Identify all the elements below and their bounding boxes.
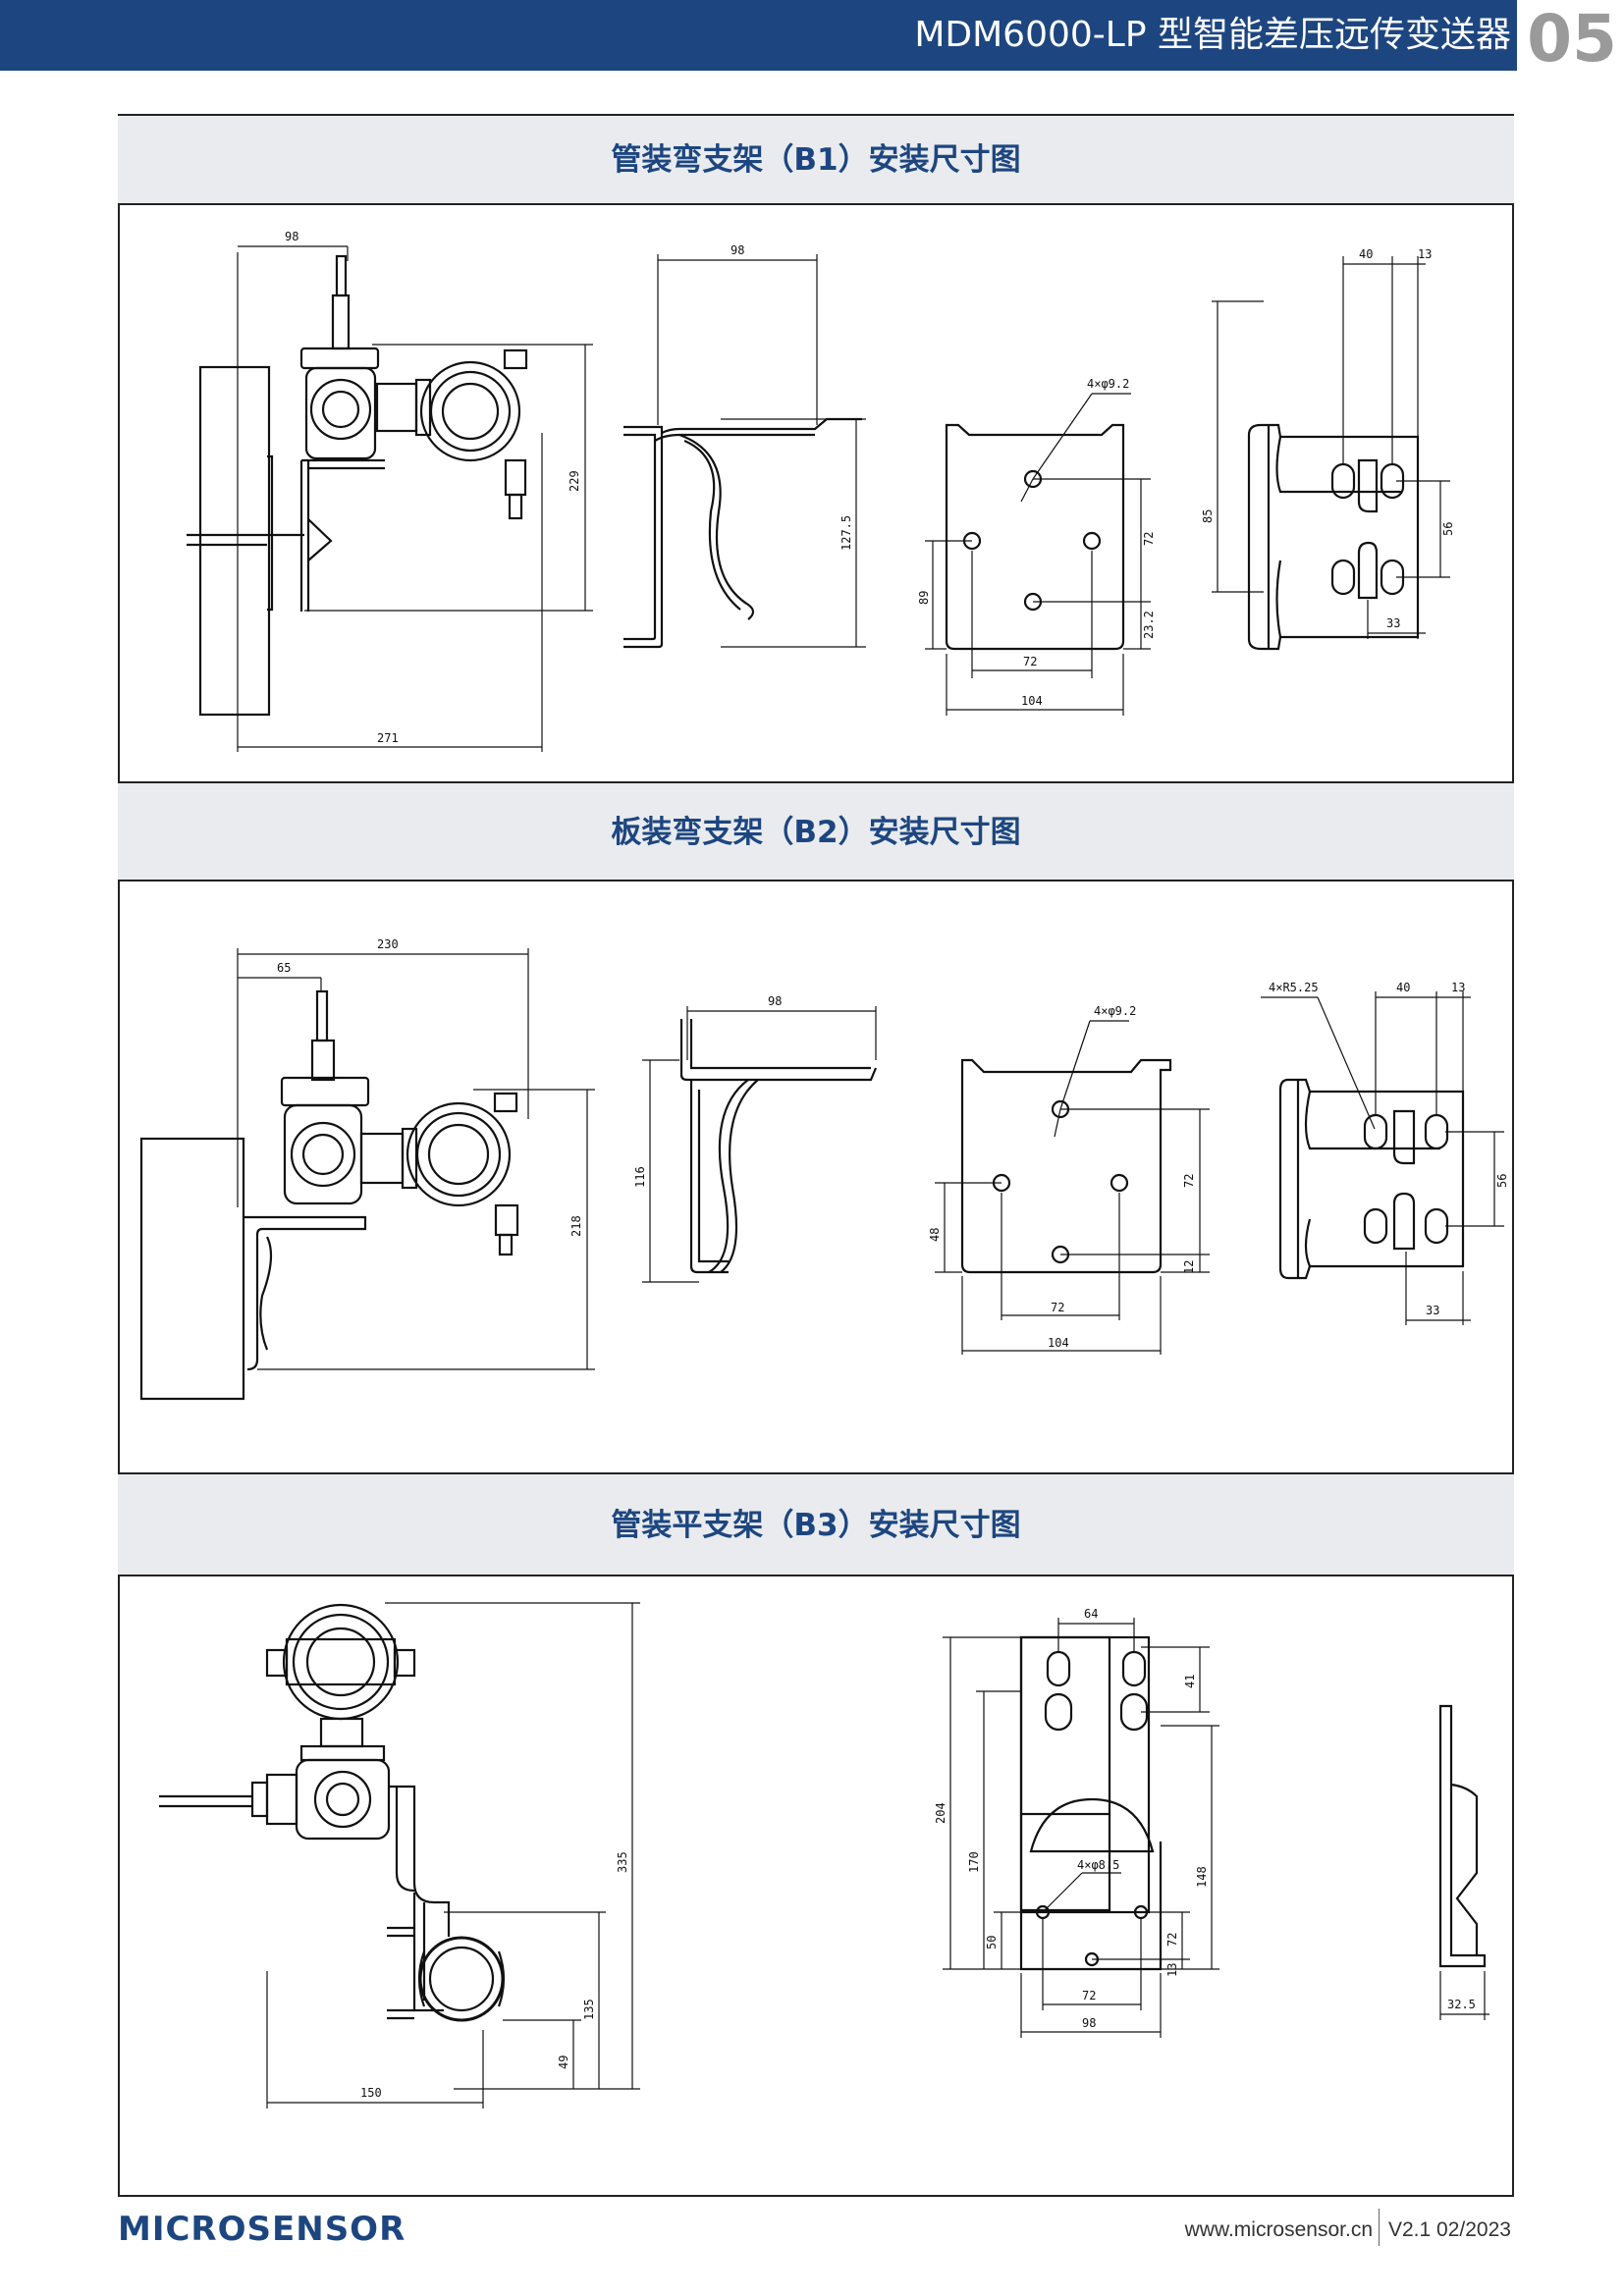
b3-plate-dim-170: 170 — [967, 1851, 981, 1873]
b3-edge-dim-32: 32.5 — [1447, 1998, 1476, 2011]
b2-drawings: 230 65 218 98 116 — [120, 883, 1512, 1470]
section-title-b1: 管装弯支架（B1）安装尺寸图 — [118, 114, 1514, 205]
b3-drawings: 335 135 49 150 — [120, 1578, 1512, 2195]
b2-side-dim-65: 65 — [277, 961, 291, 975]
b2-side-dim-218: 218 — [569, 1215, 583, 1237]
b2-plate-dim-72h: 72 — [1051, 1301, 1064, 1314]
b3-plate-dim-13: 13 — [1165, 1963, 1179, 1977]
b1-slot-dim-40: 40 — [1359, 247, 1373, 261]
b3-side-dim-335: 335 — [616, 1851, 629, 1873]
b3-plate-dim-148: 148 — [1195, 1866, 1209, 1888]
b2-plate-dim-104: 104 — [1048, 1336, 1069, 1350]
b1-plate-dims — [925, 393, 1151, 716]
b2-slot-view — [1278, 1078, 1465, 1280]
b3-plate-dim-72v: 72 — [1165, 1933, 1179, 1947]
b1-side-view — [187, 254, 528, 717]
b3-plate-holes-label: 4×φ8.5 — [1077, 1858, 1119, 1872]
b2-slot-dim-56: 56 — [1495, 1174, 1509, 1188]
b3-plate-dim-50: 50 — [985, 1936, 999, 1949]
b1-plate-holes-label: 4×φ9.2 — [1087, 377, 1129, 391]
b1-side-dim-98: 98 — [285, 230, 298, 243]
b1-slot-dim-33: 33 — [1386, 616, 1400, 630]
b3-plate-dim-41: 41 — [1183, 1675, 1197, 1688]
section-title-b3: 管装平支架（B3）安装尺寸图 — [118, 1472, 1514, 1576]
b3-side-dim-135: 135 — [582, 1999, 596, 2020]
document-title: MDM6000-LP 型智能差压远传变送器 — [914, 15, 1511, 55]
section-title-b2: 板装弯支架（B2）安装尺寸图 — [118, 781, 1514, 881]
b2-side-dim-230: 230 — [377, 937, 399, 951]
b2-bracket-dim-116: 116 — [633, 1166, 647, 1188]
b1-plate-dim-104: 104 — [1021, 694, 1043, 708]
b2-bracket-profile — [679, 1019, 878, 1274]
b1-slot-dims — [1212, 256, 1450, 639]
footer-divider — [1379, 2209, 1380, 2246]
b1-bracket-dim-127: 127.5 — [839, 515, 853, 551]
b1-slot-view — [1247, 423, 1420, 651]
b2-slot-dim-40: 40 — [1396, 981, 1410, 994]
b1-slot-dim-85: 85 — [1201, 509, 1215, 523]
b1-bracket-profile — [623, 417, 862, 649]
b3-side-dim-49: 49 — [557, 2056, 570, 2069]
b3-side-view — [159, 1603, 506, 2022]
b1-slot-dim-13: 13 — [1418, 247, 1432, 261]
b3-plate-dim-204: 204 — [934, 1802, 947, 1824]
b2-slot-holes-label: 4×R5.25 — [1269, 981, 1319, 994]
b3-plate-dim-72h: 72 — [1082, 1989, 1096, 2002]
b1-plate-dim-72v: 72 — [1142, 532, 1156, 546]
b2-slot-dim-33: 33 — [1426, 1304, 1439, 1317]
b2-plate-dim-12: 12 — [1182, 1260, 1196, 1274]
header-bar — [0, 0, 1517, 71]
b3-side-dims — [266, 1602, 640, 2109]
b1-side-dims — [237, 245, 593, 752]
b3-edge-view — [1438, 1704, 1487, 1968]
b3-plate-view — [1019, 1635, 1163, 1971]
b3-plate-dim-98: 98 — [1082, 2016, 1096, 2030]
b1-plate-dim-89: 89 — [917, 591, 931, 605]
b2-slot-dims — [1261, 991, 1504, 1325]
b3-plate-dims — [943, 1618, 1219, 2038]
b3-edge-dims — [1439, 1971, 1489, 2020]
b2-plate-dim-72v: 72 — [1182, 1174, 1196, 1188]
b2-side-dims — [237, 948, 595, 1370]
b1-bracket-dims — [657, 254, 866, 648]
footer-version: V2.1 02/2023 — [1388, 2218, 1511, 2241]
b1-side-dim-229: 229 — [568, 470, 581, 492]
b1-side-dim-271: 271 — [377, 731, 399, 745]
b2-side-view — [139, 989, 519, 1401]
b2-bracket-dim-98: 98 — [768, 994, 782, 1008]
b1-bracket-dim-98: 98 — [731, 243, 744, 257]
page-number: 05 — [1527, 1, 1617, 77]
b2-slot-dim-13: 13 — [1451, 981, 1465, 994]
brand-logo: MICROSENSOR — [118, 2210, 406, 2249]
b3-plate-dim-64: 64 — [1084, 1607, 1098, 1621]
b2-plate-holes-label: 4×φ9.2 — [1094, 1004, 1136, 1018]
b3-side-dim-150: 150 — [360, 2086, 382, 2100]
footer-url[interactable]: www.microsensor.cn — [1184, 2218, 1373, 2241]
b2-plate-dims — [935, 1020, 1210, 1355]
b2-bracket-dims — [642, 1006, 877, 1283]
b1-plate-view — [945, 423, 1125, 651]
b1-plate-dim-72h: 72 — [1023, 655, 1037, 668]
b1-slot-dim-56: 56 — [1441, 522, 1455, 536]
b1-plate-dim-23: 23.2 — [1142, 611, 1156, 639]
b2-plate-dim-48: 48 — [928, 1228, 942, 1242]
b1-drawings: 98 229 271 98 127.5 — [120, 207, 1512, 779]
